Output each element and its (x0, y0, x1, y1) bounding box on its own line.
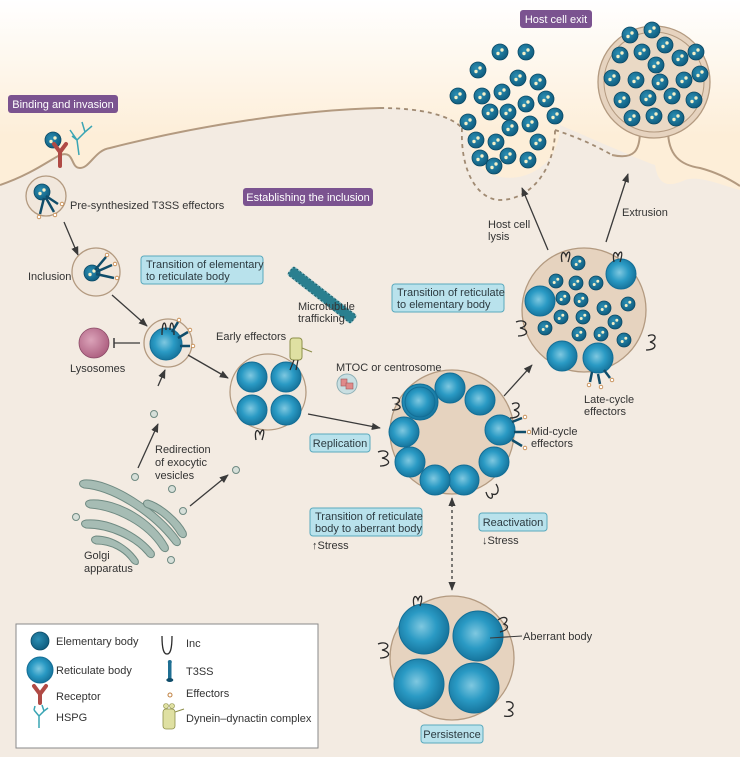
mtoc-centrosome (336, 373, 358, 395)
stress-down-label: ↓Stress (482, 535, 519, 547)
golgi-label-line1: Golgi (84, 550, 110, 562)
microtubule (287, 266, 357, 324)
arrow-to-mid-inclusion (307, 413, 381, 431)
vesicles (72, 410, 240, 564)
golgi-label-line2: apparatus (84, 563, 133, 575)
mid-cycle-label-line1: Mid-cycle (531, 426, 577, 438)
aberrant-body-inclusion (377, 595, 523, 721)
arrow-extrusion (605, 173, 629, 243)
legend-label-hspg: HSPG (56, 712, 87, 724)
transition-rb-ab-line2: body to aberrant body (315, 523, 423, 535)
arrow-vesicle-to-inclusion (137, 423, 159, 469)
inclusion-label: Inclusion (28, 271, 71, 283)
legend-label-t3ss: T3SS (186, 666, 214, 678)
header-binding-text: Binding and invasion (12, 99, 114, 111)
legend-label-effectors: Effectors (186, 688, 230, 700)
late-cycle-label-line1: Late-cycle (584, 394, 634, 406)
transition-eb-to-rb-box: Transition of elementary to reticulate b… (140, 255, 264, 285)
mid-cycle-label-line2: effectors (531, 438, 573, 450)
dynein-dynactin-complex (289, 337, 313, 371)
host-lysis-label-line1: Host cell (488, 219, 530, 231)
arrow-inclusion-to-rb (111, 294, 148, 327)
lysed-membrane-dashed-2 (554, 129, 613, 156)
microtubule-label-line2: trafficking (298, 313, 345, 325)
lysosome (78, 327, 140, 359)
arrow-vesicle-to-early-inclusion (189, 474, 229, 507)
replication-box: Replication (309, 433, 371, 453)
reactivation-box: Reactivation (478, 512, 548, 532)
replication-text: Replication (313, 438, 367, 450)
hspg-icon (69, 121, 93, 156)
transition-rb-eb-line2: to elementary body (397, 299, 491, 311)
golgi-apparatus (79, 479, 187, 565)
persistence-box: Persistence (420, 724, 484, 744)
header-establishing-inclusion: Establishing the inclusion (243, 188, 373, 206)
aberrant-body-label: Aberrant body (523, 631, 593, 643)
legend-label-receptor: Receptor (56, 691, 101, 703)
stress-up-label: ↑Stress (312, 540, 349, 552)
transition-eb-rb-line2: to reticulate body (146, 271, 230, 283)
receptor-icon (32, 684, 48, 705)
header-establishing-text: Establishing the inclusion (246, 192, 370, 204)
lysosomes-label: Lysosomes (70, 363, 126, 375)
reticulate-body-icon (26, 656, 54, 684)
pre-synthesized-effectors-label: Pre-synthesized T3SS effectors (70, 200, 225, 212)
legend-label-elementary-body: Elementary body (56, 636, 139, 648)
dynein-dynactin-icon (162, 703, 185, 730)
transition-eb-rb-line1: Transition of elementary (146, 259, 264, 271)
inclusion-with-reticulate-body (143, 317, 196, 368)
inc-icon (161, 635, 173, 655)
late-cycle-label-line2: effectors (584, 406, 626, 418)
legend: Elementary body Reticulate body Receptor… (15, 623, 319, 749)
early-inclusion-four-rbs (229, 353, 307, 441)
transition-rb-ab-line1: Transition of reticulate (315, 511, 423, 523)
receptor-icon (52, 142, 68, 168)
early-effectors-label: Early effectors (216, 331, 287, 343)
legend-label-reticulate-body: Reticulate body (56, 665, 132, 677)
lysed-membrane-dashed (379, 107, 463, 129)
arrow-vesicle-to-rb (157, 369, 166, 387)
redirection-label-line1: Redirection (155, 444, 211, 456)
host-cell-membrane (0, 107, 381, 186)
entry-vacuole (25, 175, 67, 220)
elementary-body-icon (30, 631, 50, 651)
header-host-cell-exit: Host cell exit (520, 10, 592, 28)
arrow-to-inclusion (63, 221, 79, 256)
header-exit-text: Host cell exit (525, 14, 587, 26)
legend-label-dynein-dynactin: Dynein–dynactin complex (186, 713, 312, 725)
transition-rb-eb-line1: Transition of reticulate (397, 287, 505, 299)
extrusion-vesicle (597, 21, 711, 139)
t3ss-icon (166, 660, 174, 682)
arrow-to-early-inclusion (187, 354, 229, 379)
header-binding-invasion: Binding and invasion (8, 95, 118, 113)
mid-cycle-inclusion (377, 369, 532, 499)
extrusion-label: Extrusion (622, 207, 668, 219)
late-cycle-inclusion (515, 247, 656, 390)
inclusion-early (71, 247, 121, 297)
microtubule-label-line1: Microtubule (298, 301, 355, 313)
hspg-icon (33, 704, 49, 728)
transition-rb-to-ab-box: Transition of reticulate body to aberran… (309, 507, 423, 537)
persistence-text: Persistence (423, 729, 480, 741)
host-lysis-label-line2: lysis (488, 231, 510, 243)
lysis-cup-dashed (461, 127, 556, 201)
binding-elementary-body (44, 121, 93, 168)
arrow-to-late-inclusion (503, 364, 533, 397)
redirection-label-line3: vesicles (155, 470, 195, 482)
transition-rb-to-eb-box: Transition of reticulate to elementary b… (391, 283, 505, 313)
reactivation-text: Reactivation (483, 517, 544, 529)
legend-label-inc: Inc (186, 638, 201, 650)
effectors-icon (167, 692, 173, 698)
arrow-host-lysis (521, 187, 549, 251)
mtoc-label: MTOC or centrosome (336, 362, 442, 374)
redirection-label-line2: of exocytic (155, 457, 207, 469)
